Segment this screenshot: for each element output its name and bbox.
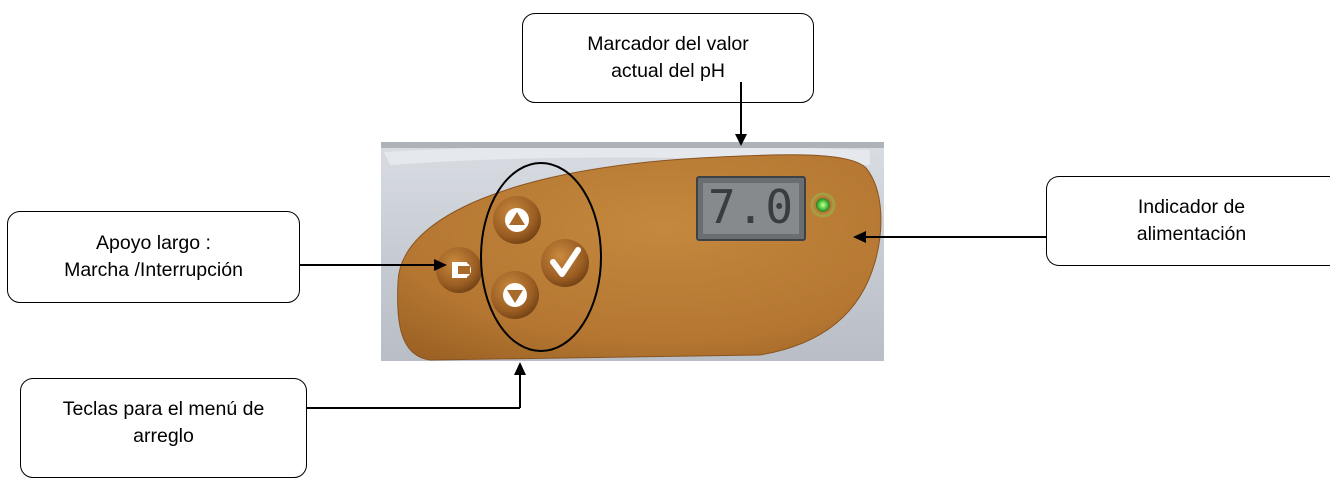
callout-onoff-line1: Apoyo largo : [96, 232, 211, 254]
up-button[interactable] [493, 196, 541, 244]
callout-power-line1: Indicador de [1137, 196, 1246, 218]
connectors [300, 82, 1046, 409]
callout-on-off: Apoyo largo : Marcha /Interrupción [7, 211, 300, 303]
back-icon [452, 262, 471, 278]
callout-display: Marcador del valor actual del pH [522, 13, 814, 103]
keys-highlight-ellipse [480, 162, 602, 352]
down-button[interactable] [491, 271, 539, 319]
ph-value: 7.0 [707, 180, 795, 234]
device-panel [300, 82, 1046, 409]
confirm-button[interactable] [541, 239, 589, 287]
callout-keys-line1: Teclas para el menú de [62, 398, 265, 420]
callout-display-line2: actual del pH [611, 60, 725, 82]
back-button[interactable] [436, 247, 482, 293]
callout-menu-keys: Teclas para el menú de arreglo [20, 378, 307, 478]
callout-power-indicator: Indicador de alimentación [1046, 176, 1330, 266]
callout-display-line1: Marcador del valor [587, 33, 749, 55]
callout-keys-line2: arreglo [133, 425, 194, 447]
callout-onoff-line2: Marcha /Interrupción [64, 259, 243, 281]
power-led-icon [816, 198, 830, 212]
callout-power-line2: alimentación [1136, 223, 1247, 245]
check-icon [550, 247, 581, 277]
